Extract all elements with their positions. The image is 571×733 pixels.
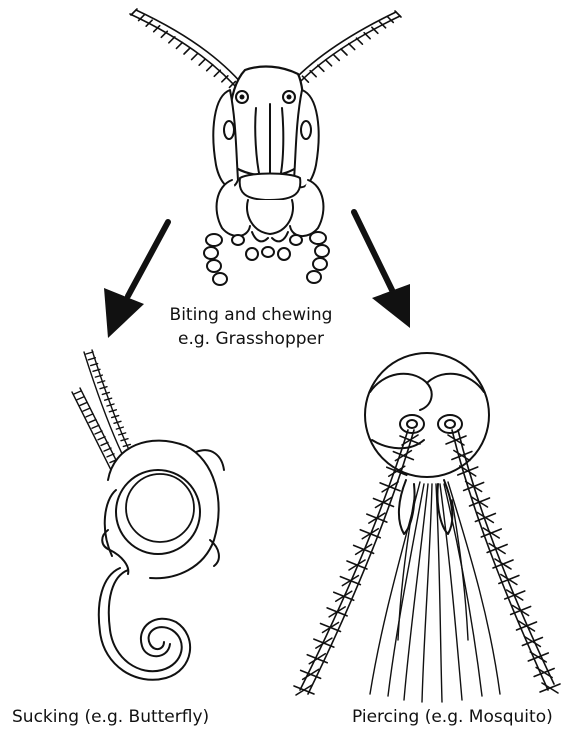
grasshopper-antenna-left xyxy=(130,9,249,95)
label-grasshopper-example: e.g. Grasshopper xyxy=(178,328,324,350)
mosquito-antenna-right xyxy=(446,430,560,693)
mosquito-head-icon xyxy=(294,353,560,702)
arrow-to-mosquito xyxy=(354,212,410,328)
mosquito-antenna-left xyxy=(294,430,420,695)
label-biting-chewing: Biting and chewing xyxy=(170,304,333,326)
butterfly-proboscis-icon xyxy=(72,350,224,680)
grasshopper-head-icon xyxy=(130,9,401,285)
label-sucking: Sucking (e.g. Butterfly) xyxy=(12,706,209,728)
label-piercing: Piercing (e.g. Mosquito) xyxy=(352,706,553,728)
arrow-to-butterfly xyxy=(104,222,168,338)
